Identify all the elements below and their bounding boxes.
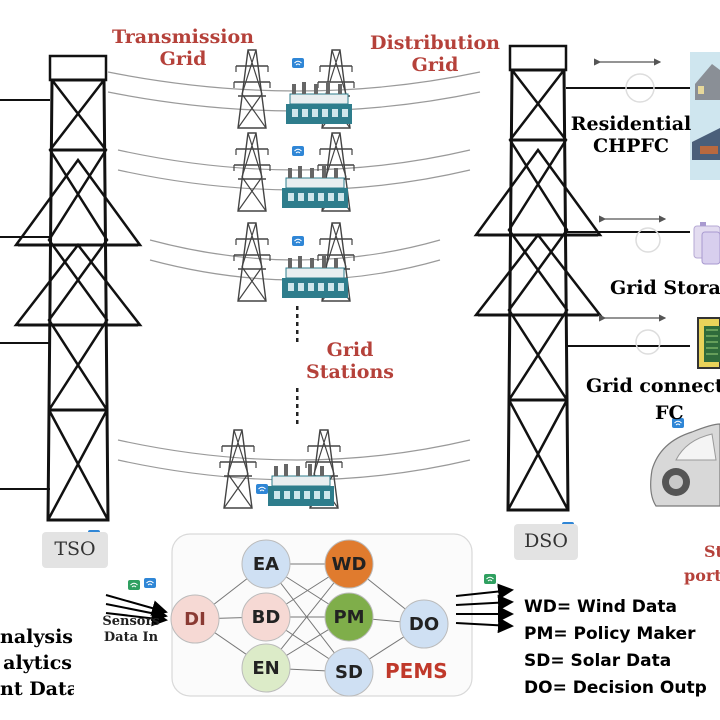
grid-connected-fc-label: Grid connect [586,376,720,397]
pems-node-sd: SD [324,647,374,697]
pems-node-en: EN [241,643,291,693]
grid-storage-label: Grid Stora [610,277,720,299]
pems-node-circle [324,647,374,697]
legend-item: DO= Decision Outp [524,678,707,698]
pems-node-circle [241,643,291,693]
pems-node-wd: WD [324,539,374,589]
sensor-wifi-chips [127,577,157,591]
pems-node-label: PM [333,607,364,628]
pems-node-circle [399,599,449,649]
left-feed-lines [0,99,50,490]
grid-station-2 [233,132,355,212]
pems-node-circle [241,539,291,589]
pems-node-di: DI [170,594,220,644]
grid-storage-icon [693,222,720,265]
bidirectional-arrows [594,58,667,322]
fc-label: FC [655,402,684,424]
pems-title: PEMS [385,659,448,683]
tso-badge: TSO [42,532,108,568]
legend: WD= Wind Data PM= Policy Maker SD= Solar… [524,594,707,702]
pems-node-label: WD [332,554,367,575]
pems-node-circle [170,594,220,644]
dso-badge: DSO [514,524,578,560]
output-wifi-chip [483,573,497,585]
faint-circles [625,73,661,355]
pems-node-do: DO [399,599,449,649]
pems-node-label: SD [335,662,363,683]
pems-node-label: EA [253,554,279,575]
pems-nodes: DI EA BD EN WD PM SD DO [170,539,449,697]
pems-node-circle [324,539,374,589]
pems-node-circle [324,592,374,642]
decision-output-arrows [455,583,514,634]
pems-node-pm: PM [324,592,374,642]
residential-house-icon [690,52,720,180]
pems-node-label: EN [252,658,279,679]
legend-item: WD= Wind Data [524,597,677,617]
legend-item: SD= Solar Data [524,651,672,671]
electric-car-icon [650,423,720,507]
legend-item: PM= Policy Maker [524,624,696,644]
consumer-feed-lines [566,87,690,347]
pems-node-label: DO [409,614,439,635]
pems-node-label: BD [252,607,281,628]
grid-station-4 [219,429,343,509]
grid-station-3 [233,222,355,302]
sensor-input-arrows [105,594,168,627]
pems-node-bd: BD [241,592,291,642]
pems-node-ea: EA [241,539,291,589]
fuel-cell-board-icon [671,317,720,429]
tso-transmission-tower [14,54,142,522]
ellipsis-dots [296,306,299,424]
pems-node-circle [241,592,291,642]
left-analysis-text: nalysis alytics nt Data [0,626,74,700]
pems-node-label: DI [184,609,206,630]
